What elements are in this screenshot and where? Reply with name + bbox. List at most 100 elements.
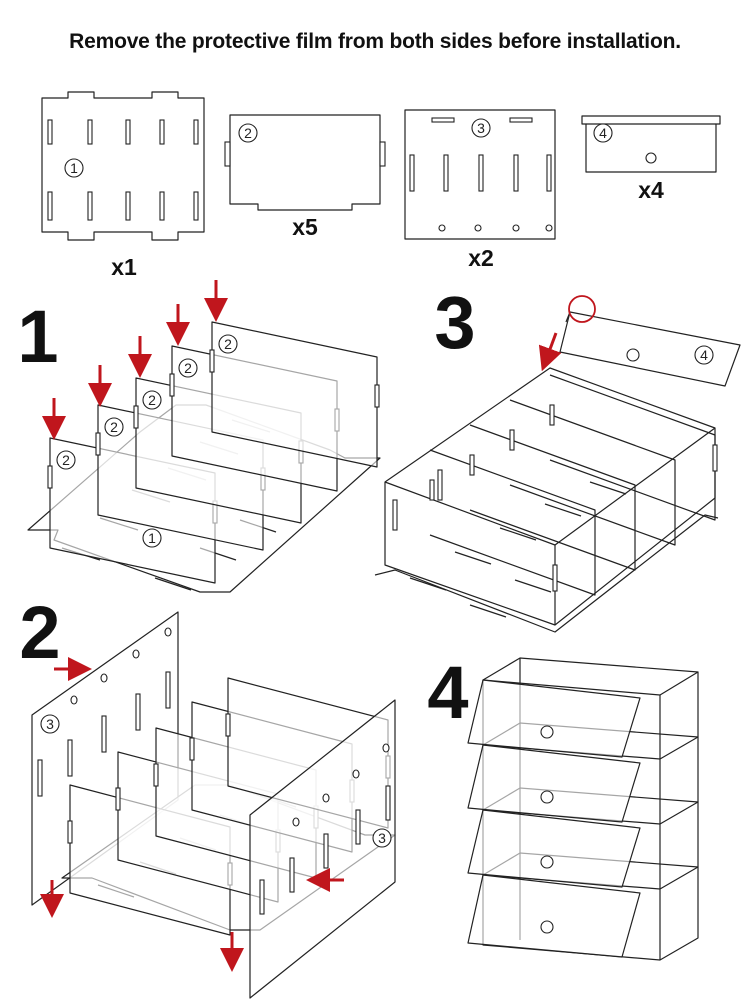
part-3-quantity: x2 [468,245,494,271]
part-4-quantity: x4 [638,177,664,203]
slot [87,191,93,221]
hole [132,649,140,659]
door-hole [540,920,554,934]
slot [133,405,139,429]
slot [514,579,552,593]
part-3-side-panel: 3 x2 [404,109,556,271]
slot [469,454,475,476]
part-2-quantity: x5 [292,214,318,240]
hole [70,695,78,705]
step-1-label-1: 1 [148,530,156,546]
slot [712,444,718,472]
slot [47,465,53,489]
slot [47,191,53,221]
slot [509,429,515,451]
step-2-drawing: 3 3 [31,611,396,999]
divider-panel [469,424,636,571]
door-hole [540,790,554,804]
door-panel [467,744,641,823]
part-1-number: 1 [70,160,78,176]
slot [95,432,101,456]
part-2-number: 2 [244,125,252,141]
divider-panel [211,321,378,468]
slot [159,119,165,145]
slot [67,739,73,777]
slot [323,833,329,869]
hole [352,769,360,779]
part-3-number: 3 [477,120,485,136]
slot [454,551,492,565]
part-4-door-panel: 4 x4 [581,115,721,203]
slot [125,191,131,221]
part-1-quantity: x1 [111,254,137,280]
part-4-number: 4 [599,125,607,141]
slot [552,564,558,592]
slot [443,154,449,192]
slot [225,713,231,737]
slot [154,577,192,591]
slot [47,119,53,145]
step-1-label-4: 2 [148,392,156,408]
part-label-circle [104,417,124,437]
slot [159,191,165,221]
hole [292,817,300,827]
door-panel [467,679,641,758]
slot [101,715,107,753]
divider-panel [549,374,716,521]
step-1-number: 1 [17,295,58,378]
slot [189,737,195,761]
slot [431,117,455,123]
slot [549,404,555,426]
step-1-label-5: 2 [184,360,192,376]
step-2-number: 2 [19,591,60,674]
part-label-circle [56,450,76,470]
step-2-label-2: 3 [378,830,386,846]
slot [355,809,361,845]
part-2-divider-panel: 2 x5 [224,114,386,240]
hole [164,627,172,637]
step-3-label-1: 4 [700,347,708,363]
slot [469,604,507,618]
slot [437,469,443,501]
slot [169,373,175,397]
step-1-label-3: 2 [110,419,118,435]
hole [438,224,446,232]
slot [115,787,121,811]
door-panel [467,809,641,888]
instruction-text: Remove the protective film from both sid… [69,30,681,53]
step-3-number: 3 [434,281,475,364]
hole [474,224,482,232]
door-hole [540,725,554,739]
slot [135,693,141,731]
slot [289,857,295,893]
step-3-drawing: 4 [374,295,741,633]
hole [545,224,553,232]
hole [512,224,520,232]
slot [589,481,627,495]
slot [209,349,215,373]
step-1-label-6: 2 [224,336,232,352]
slot [153,763,159,787]
slot [259,879,265,915]
slot [385,785,391,821]
slot [409,577,447,591]
part-label-circle [142,390,162,410]
step-1-label-2: 2 [62,452,70,468]
slot [374,384,380,408]
door-panel [467,874,641,958]
slot [513,154,519,192]
part-label-circle [218,334,238,354]
slot [125,119,131,145]
step-1-drawing: 2 2 2 2 2 1 [27,280,381,593]
step-4-number: 4 [427,651,468,734]
slot [499,527,537,541]
divider-panel [509,399,676,546]
slot [193,119,199,145]
slot [67,820,73,844]
divider-panel [429,449,596,596]
slot [546,154,552,192]
slot [392,499,398,531]
door-hole [540,855,554,869]
slot [193,191,199,221]
